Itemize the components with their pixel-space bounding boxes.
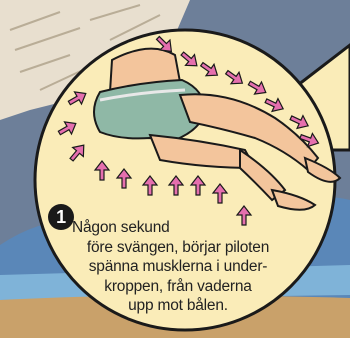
caption-line-2: före svängen, börjar piloten (58, 238, 298, 258)
caption-line-4: kroppen, från vaderna (58, 277, 298, 297)
step-number-icon: 1 (48, 204, 74, 230)
caption-line-3: spänna musklerna i under- (58, 257, 298, 277)
caption-line-5: upp mot bålen. (58, 296, 298, 316)
step-caption: 1 Någon sekund före svängen, börjar pilo… (58, 218, 298, 316)
caption-line-1: Någon sekund (58, 218, 298, 238)
